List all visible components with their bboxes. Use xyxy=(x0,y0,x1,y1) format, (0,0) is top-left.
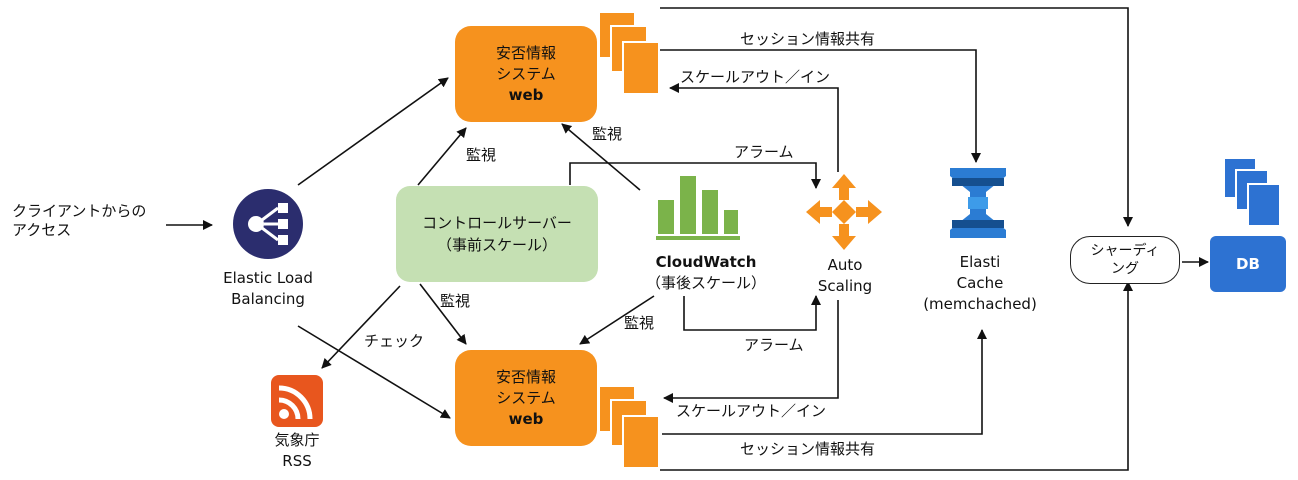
cloudwatch-icon xyxy=(654,172,744,242)
session-top-elasticache-arrow xyxy=(660,49,981,163)
autoscaling-label: Auto Scaling xyxy=(817,256,873,295)
rss-icon xyxy=(270,374,324,428)
monitor-cloudwatch-bottom-label: 監視 xyxy=(624,314,655,332)
monitor-cloudwatch-top-label: 監視 xyxy=(592,125,623,143)
cloudwatch-monitor-web-bottom-arrow xyxy=(579,295,655,345)
cloudwatch-label: CloudWatch （事後スケール） xyxy=(645,253,766,292)
check-label: チェック xyxy=(364,332,425,350)
rss-label: 気象庁 RSS xyxy=(274,431,320,470)
control-alarm-autoscaling-arrow xyxy=(569,162,821,189)
elastic-load-balancing-icon xyxy=(232,188,304,260)
elb-to-web-bottom-arrow xyxy=(297,325,451,419)
elasticache-icon xyxy=(946,164,1010,242)
cloudwatch-alarm-autoscaling-arrow xyxy=(683,295,821,331)
server-stack-bottom-icon xyxy=(597,384,669,476)
monitor-control-top-label: 監視 xyxy=(466,146,497,164)
server-stack-top-icon xyxy=(597,10,669,102)
alarm-bottom-label: アラーム xyxy=(744,336,804,354)
scale-bottom-label: スケールアウト／イン xyxy=(676,402,827,420)
session-bottom-label: セッション情報共有 xyxy=(740,440,876,458)
scale-top-label: スケールアウト／イン xyxy=(680,68,831,86)
session-bottom-elasticache-arrow xyxy=(662,329,987,435)
autoscaling-scale-web-bottom-arrow xyxy=(663,300,839,403)
control-monitor-web-top-arrow xyxy=(417,127,467,186)
control-server-box: コントロールサーバー （事前スケール） xyxy=(396,186,598,282)
control-monitor-web-bottom-arrow xyxy=(419,283,467,345)
session-top-label: セッション情報共有 xyxy=(740,30,876,48)
web-system-bottom-box: 安否情報 システム web xyxy=(455,350,597,446)
monitor-control-bottom-label: 監視 xyxy=(440,292,471,310)
elb-to-web-top-arrow xyxy=(297,77,449,186)
autoscaling-scale-web-top-arrow xyxy=(669,83,839,172)
db-box: DB xyxy=(1210,236,1286,292)
web-top-to-sharding-arrow xyxy=(660,7,1133,227)
elasticache-label: Elasti Cache (memchached) xyxy=(923,253,1037,313)
web-bottom-to-sharding-arrow xyxy=(660,281,1133,471)
client-access-label: クライアントからの アクセス xyxy=(12,202,147,239)
sharding-node: シャーディ ング xyxy=(1070,236,1180,284)
autoscaling-icon xyxy=(804,172,884,252)
db-stack-icon xyxy=(1222,156,1286,230)
alarm-top-label: アラーム xyxy=(734,143,794,161)
web-system-top-box: 安否情報 システム web xyxy=(455,26,597,122)
cloudwatch-monitor-web-top-arrow xyxy=(561,123,641,191)
elb-label: Elastic Load Balancing xyxy=(223,269,313,308)
control-check-rss-arrow xyxy=(321,285,401,369)
